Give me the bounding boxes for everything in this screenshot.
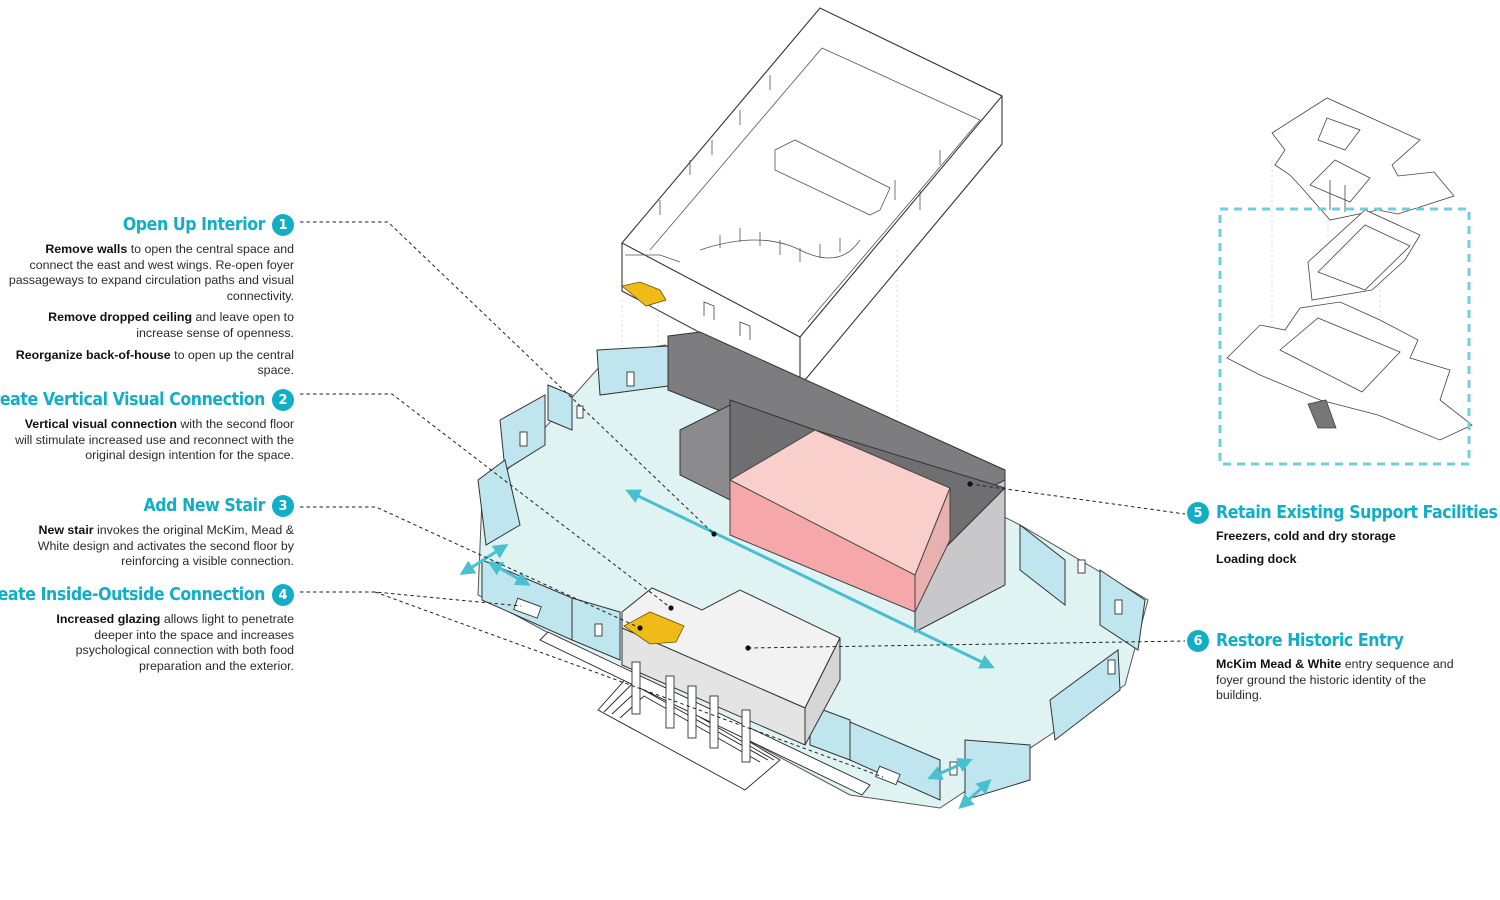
annotation-text: Reorganize back-of-house to open up the … <box>4 348 294 379</box>
bold-lead: Freezers, cold and dry storage <box>1216 529 1396 543</box>
body-text: to open the central space and connect th… <box>8 242 294 303</box>
annotation-title: Create Vertical Visual Connection <box>0 390 265 410</box>
circulation-arrows <box>459 489 995 810</box>
annotation-restore-historic-entry: 6 Restore Historic Entry McKim Mead & Wh… <box>1187 630 1459 704</box>
annotation-vertical-visual-connection: Create Vertical Visual Connection 2 Vert… <box>0 389 294 464</box>
annotation-title: Create Inside-Outside Connection <box>0 585 265 605</box>
bold-lead: Reorganize back-of-house <box>15 347 171 362</box>
glazing-walls <box>477 345 1146 801</box>
number-badge: 3 <box>272 495 294 517</box>
annotation-text: Increased glazing allows light to penetr… <box>4 612 294 674</box>
annotation-text: Vertical visual connection with the seco… <box>0 417 294 464</box>
leader-dots <box>637 481 973 651</box>
bold-lead: Loading dock <box>1216 551 1297 566</box>
annotation-inside-outside-connection: Create Inside-Outside Connection 4 Incre… <box>0 584 294 674</box>
annotation-open-up-interior: Open Up Interior 1 Remove walls to open … <box>4 214 294 379</box>
body-text: entry sequence and foyer ground the hist… <box>1216 657 1454 703</box>
body-text: and leave open to increase sense of open… <box>136 310 294 340</box>
annotation-title: Add New Stair <box>143 496 265 516</box>
body-text: invokes the original McKim, Mead & White… <box>37 523 294 569</box>
annotation-support-facilities: 5 Retain Existing Support Facilities Fre… <box>1187 502 1498 568</box>
bold-lead: Remove dropped ceiling <box>48 310 193 325</box>
annotation-heading: 6 Restore Historic Entry <box>1187 630 1459 652</box>
body-text: to open up the central space. <box>170 347 294 378</box>
key-plan <box>1226 97 1473 441</box>
annotation-heading: Open Up Interior 1 <box>4 214 294 236</box>
number-badge: 4 <box>272 584 294 606</box>
upper-stair <box>621 281 667 307</box>
bold-lead: Increased glazing <box>56 612 161 626</box>
annotation-title: Restore Historic Entry <box>1216 631 1404 651</box>
annotation-add-new-stair: Add New Stair 3 New stair invokes the or… <box>4 495 294 570</box>
bold-lead: Remove walls <box>45 242 128 256</box>
number-badge: 6 <box>1187 630 1209 652</box>
annotation-text: Freezers, cold and dry storage <box>1187 529 1487 545</box>
annotation-heading: 5 Retain Existing Support Facilities <box>1187 502 1498 524</box>
annotation-title: Retain Existing Support Facilities <box>1216 503 1498 523</box>
body-text: with the second floor will stimulate inc… <box>15 417 294 463</box>
annotation-text: Loading dock <box>1187 552 1487 568</box>
body-text: allows light to penetrate deeper into th… <box>75 612 294 673</box>
upper-floor-wireframe <box>621 7 1003 387</box>
annotation-text: Remove dropped ceiling and leave open to… <box>4 310 294 341</box>
annotation-heading: Add New Stair 3 <box>4 495 294 517</box>
bold-lead: New stair <box>38 523 94 537</box>
annotation-text: Remove walls to open the central space a… <box>4 242 294 304</box>
leader-lines <box>300 221 1186 778</box>
number-badge: 5 <box>1187 502 1209 524</box>
annotation-heading: Create Vertical Visual Connection 2 <box>0 389 294 411</box>
bold-lead: McKim Mead & White <box>1216 657 1342 671</box>
annotation-text: New stair invokes the original McKim, Me… <box>4 523 294 570</box>
annotation-heading: Create Inside-Outside Connection 4 <box>0 584 294 606</box>
annotation-title: Open Up Interior <box>122 215 266 235</box>
number-badge: 2 <box>272 389 294 411</box>
number-badge: 1 <box>272 214 294 236</box>
bold-lead: Vertical visual connection <box>24 417 177 431</box>
annotation-text: McKim Mead & White entry sequence and fo… <box>1187 657 1459 704</box>
